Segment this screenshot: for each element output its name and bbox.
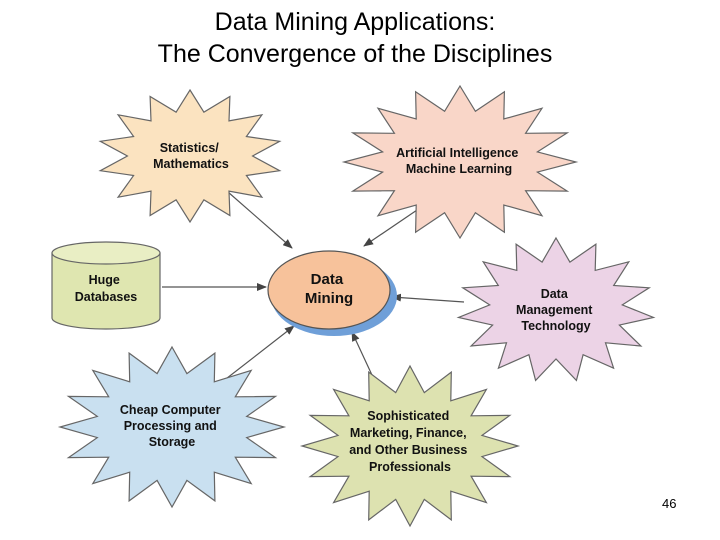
data-mining-node: Data Mining <box>267 250 397 336</box>
database-cylinder-top <box>51 241 161 265</box>
statistics-node: Statistics/ Mathematics <box>98 88 282 224</box>
cheap-line-2: Processing and <box>124 419 217 433</box>
database-cylinder <box>51 253 161 330</box>
dmt-line-1: Data <box>541 287 569 301</box>
arrow-ai <box>363 207 421 247</box>
business-starburst <box>299 364 521 528</box>
arrow-dmt <box>391 293 465 303</box>
cheap-line-1: Cheap Computer <box>120 403 221 417</box>
databases-node: Huge Databases <box>51 241 161 330</box>
cheap-line-3: Storage <box>149 435 196 449</box>
business-line-2: Marketing, Finance, <box>350 426 467 440</box>
title-line-1: Data Mining Applications: <box>214 8 496 36</box>
ai-label: Artificial Intelligence Machine Learning <box>396 146 522 176</box>
page-title: Data Mining Applications: The Convergenc… <box>0 6 710 70</box>
statistics-label: Statistics/ Mathematics <box>153 141 229 171</box>
dmt-starburst <box>456 236 656 382</box>
data-mining-line-2: Mining <box>305 290 353 307</box>
statistics-line-2: Mathematics <box>153 157 229 171</box>
dmt-line-2: Management <box>516 303 593 317</box>
databases-line-1: Huge <box>89 273 120 287</box>
data-mining-line-1: Data <box>311 271 344 288</box>
databases-label: Huge Databases <box>75 273 138 304</box>
business-node: Sophisticated Marketing, Finance, and Ot… <box>299 364 521 528</box>
cheap-node: Cheap Computer Processing and Storage <box>57 345 287 509</box>
statistics-starburst <box>98 88 282 224</box>
title-line-2: The Convergence of the Disciplines <box>157 40 553 68</box>
data-mining-ellipse <box>267 250 391 330</box>
ai-node: Artificial Intelligence Machine Learning <box>341 84 579 240</box>
arrow-statistics <box>227 191 293 249</box>
business-label: Sophisticated Marketing, Finance, and Ot… <box>349 409 471 474</box>
dmt-line-3: Technology <box>521 319 590 333</box>
cheap-label: Cheap Computer Processing and Storage <box>120 403 224 449</box>
cheap-starburst <box>57 345 287 509</box>
dmt-label: Data Management Technology <box>516 287 596 333</box>
business-line-3: and Other Business <box>349 443 467 457</box>
ai-line-2: Machine Learning <box>406 162 512 176</box>
arrow-cheap <box>221 325 295 383</box>
statistics-line-1: Statistics/ <box>160 141 220 155</box>
databases-line-2: Databases <box>75 290 138 304</box>
data-mining-label: Data Mining <box>305 271 353 307</box>
business-line-1: Sophisticated <box>367 409 449 423</box>
dmt-node: Data Management Technology <box>456 236 656 382</box>
ai-line-1: Artificial Intelligence <box>396 146 518 160</box>
business-line-4: Professionals <box>369 460 451 474</box>
ai-starburst <box>341 84 579 240</box>
page-number: 46 <box>662 496 677 511</box>
